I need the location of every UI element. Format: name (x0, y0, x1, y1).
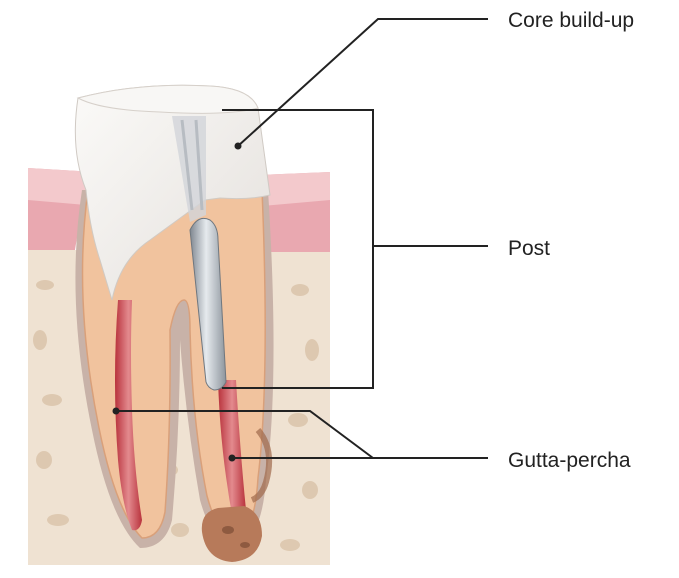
core-buildup-pointer (235, 143, 242, 150)
gutta-percha-pointer-right (229, 455, 236, 462)
core-buildup-label: Core build-up (508, 10, 634, 31)
gutta-percha-pointer-left (113, 408, 120, 415)
post-label: Post (508, 238, 550, 259)
core-buildup-leader (238, 19, 488, 146)
gutta-percha-label: Gutta-percha (508, 450, 631, 471)
